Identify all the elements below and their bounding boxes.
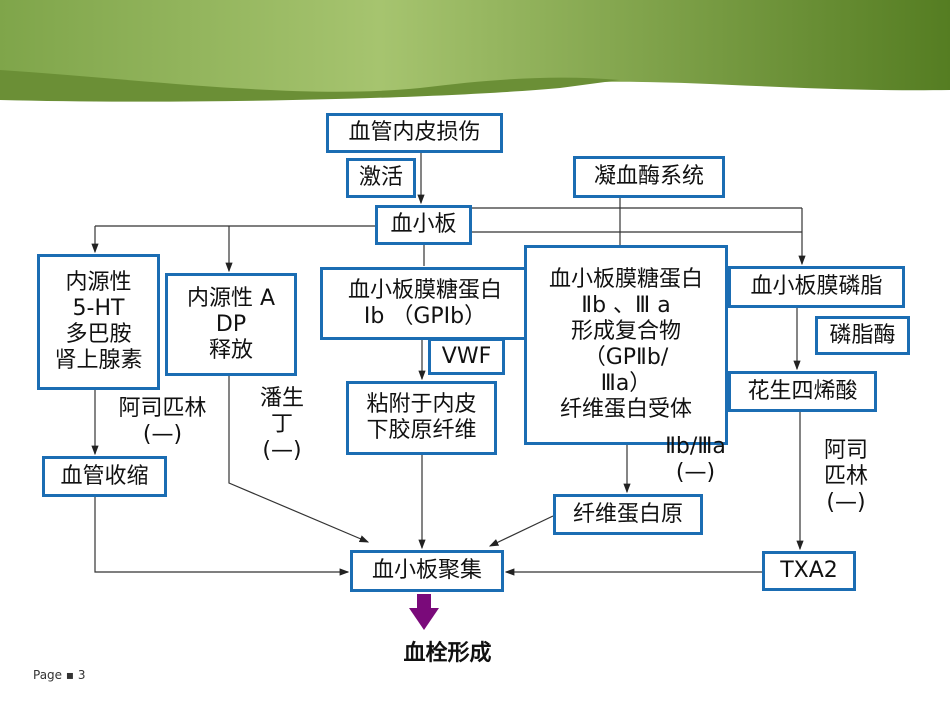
box-gp2b3a: 血小板膜糖蛋白 Ⅱb 、Ⅲ a 形成复合物 （GPⅡb/ Ⅲa） 纤维蛋白受体 [524,245,728,445]
box-activate: 激活 [346,158,416,198]
box-endogenous-amines: 内源性 5-HT 多巴胺 肾上腺素 [37,254,160,390]
box-arachidonic-acid: 花生四烯酸 [728,371,877,412]
box-platelet: 血小板 [375,205,472,245]
box-vasoconstriction: 血管收缩 [42,456,167,497]
box-vessel-injury: 血管内皮损伤 [326,113,503,153]
box-txa2: TXA2 [762,551,856,591]
page-number: Page ▪ 3 [33,668,86,682]
box-platelet-aggregation: 血小板聚集 [350,550,504,592]
label-gp2b3a-inhibitor: Ⅱb/Ⅲa (—) [665,434,726,485]
label-aspirin-left: 阿司匹林 (—) [118,396,207,447]
box-gp1b: 血小板膜糖蛋白 Ⅰb （GPⅠb） [320,267,530,340]
label-dipyridamole: 潘生 丁 (—) [259,386,304,463]
box-adp-release: 内源性 A DP 释放 [165,273,297,376]
box-adhesion-collagen: 粘附于内皮 下胶原纤维 [346,381,497,455]
label-aspirin-right: 阿司 匹林 (—) [823,438,868,515]
label-thrombosis: 血栓形成 [403,641,492,666]
box-phospholipase: 磷脂酶 [815,316,910,355]
box-membrane-phospholipid: 血小板膜磷脂 [728,266,905,308]
box-thrombin-system: 凝血酶系统 [573,156,725,198]
thrombosis-arrow [409,594,439,630]
box-vwf: VWF [428,338,505,375]
box-fibrinogen: 纤维蛋白原 [553,494,703,535]
header-banner [0,0,950,102]
